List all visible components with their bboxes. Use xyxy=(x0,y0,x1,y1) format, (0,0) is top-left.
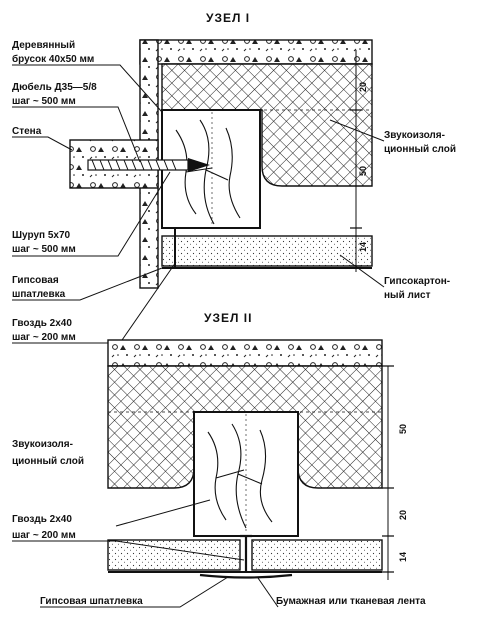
node2-dim-ticks xyxy=(382,365,394,573)
leader2-nail xyxy=(12,540,245,561)
label-sound-insul-line2: ционный слой xyxy=(384,144,456,155)
label-putty-line2: шпатлевка xyxy=(12,289,66,300)
label-wood-bar-line2: брусок 40х50 мм xyxy=(12,53,94,65)
node1-title: УЗЕЛ I xyxy=(206,11,250,25)
label-sound-insul-line1: Звукоизоля- xyxy=(384,130,445,141)
label-dowel-line1: Дюбель Д35—5/8 xyxy=(12,81,97,93)
node1-dim-14: 14 xyxy=(358,242,368,252)
label2-nail-line1: Гвоздь 2х40 xyxy=(12,514,72,525)
node2-title: УЗЕЛ II xyxy=(204,311,252,325)
node1-screw-tip xyxy=(188,158,210,172)
label2-tape: Бумажная или тканевая лента xyxy=(276,596,426,607)
label2-sound-insul-line1: Звукоизоля- xyxy=(12,439,73,450)
node1-dim-50: 50 xyxy=(358,166,368,176)
node1-screw-thread xyxy=(91,159,177,171)
label-nail-line1: Гвоздь 2х40 xyxy=(12,318,72,329)
leader-wall xyxy=(12,136,73,151)
leader2-tape xyxy=(257,577,279,608)
label-putty-line1: Гипсовая xyxy=(12,275,59,286)
label2-sound-insul-line2: ционный слой xyxy=(12,456,84,467)
leader-putty xyxy=(12,267,163,301)
node2-ceiling-slab xyxy=(107,339,383,367)
node1-dim-20: 20 xyxy=(358,82,368,92)
node1-ceiling-slab xyxy=(139,39,373,65)
label-nail-line2: шаг ~ 200 мм xyxy=(12,332,76,343)
node2-gypsum-board-right xyxy=(251,539,383,571)
leader-sound-insul xyxy=(329,119,385,142)
label-wall: Стена xyxy=(12,126,42,137)
label-screw-line1: Шуруп 5х70 xyxy=(12,230,71,241)
label-screw-line2: шаг ~ 500 мм xyxy=(12,244,76,255)
node2-dim-50: 50 xyxy=(398,424,408,434)
leader-screw xyxy=(12,171,171,257)
node2-nail xyxy=(240,534,252,572)
leader2-putty xyxy=(40,576,229,608)
label-drywall-line2: ный лист xyxy=(384,290,431,301)
node2-dim-20: 20 xyxy=(398,510,408,520)
node2-tape xyxy=(199,573,293,579)
node1-nail xyxy=(170,227,180,268)
leader-drywall xyxy=(339,254,385,288)
node1-gypsum-board xyxy=(161,235,373,267)
node1-dim-ticks xyxy=(350,63,362,267)
node1-wood-grain xyxy=(175,119,241,225)
node2-dim-14: 14 xyxy=(398,552,408,562)
leader2-nail-bar xyxy=(115,499,211,527)
leader-dowel xyxy=(12,106,141,163)
node2-wood-grain xyxy=(207,423,273,529)
node2-gypsum-board-left xyxy=(107,539,241,571)
label-dowel-line2: шаг ~ 500 мм xyxy=(12,96,76,107)
label-drywall-line1: Гипсокартон- xyxy=(384,276,450,287)
node1-sound-insulation xyxy=(161,63,373,187)
label2-putty: Гипсовая шпатлевка xyxy=(40,596,143,607)
label2-nail-line2: шаг ~ 200 мм xyxy=(12,530,76,541)
label-wood-bar-line1: Деревянный xyxy=(12,40,75,51)
leader-wood-bar xyxy=(12,64,163,113)
